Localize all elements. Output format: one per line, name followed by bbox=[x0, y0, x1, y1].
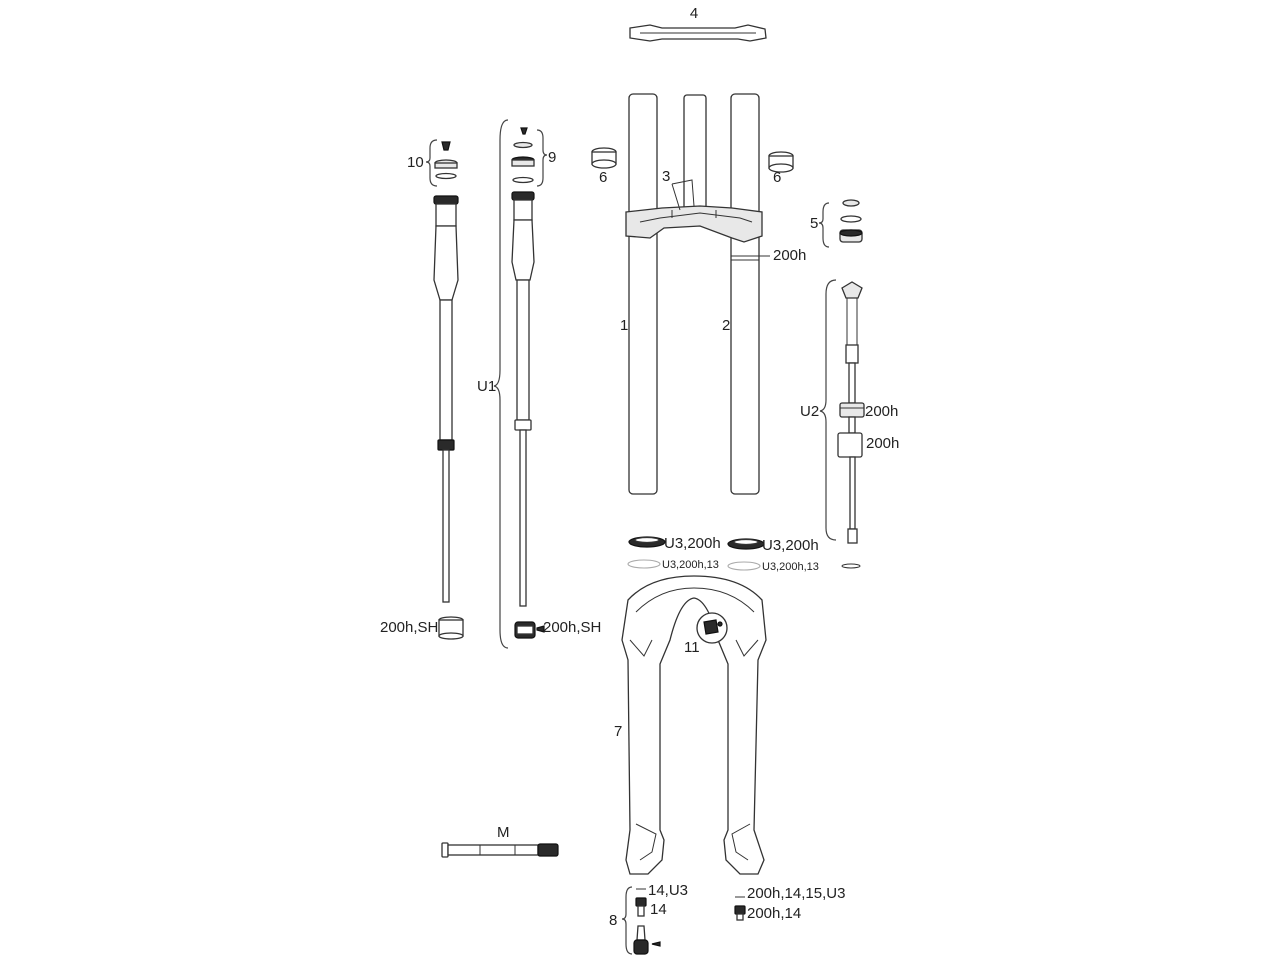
stanchion-right bbox=[730, 93, 760, 495]
bleed-port bbox=[696, 612, 728, 644]
label-crown-top-cap: 4 bbox=[690, 5, 698, 22]
foam-ring-left bbox=[627, 559, 661, 569]
damper-topcap-kit-left bbox=[434, 141, 458, 180]
label-crown-spacer-right: 6 bbox=[773, 169, 781, 186]
seal-right bbox=[727, 538, 765, 550]
label-seal-right: U3,200h bbox=[762, 537, 819, 554]
crown-top-cap bbox=[629, 24, 767, 42]
label-lower-leg: 7 bbox=[614, 723, 622, 740]
label-damper-topcap-right: 9 bbox=[548, 149, 556, 166]
bottom-hardware-left bbox=[633, 888, 661, 955]
stanchion-left bbox=[628, 93, 658, 495]
label-crown-spacer-left: 6 bbox=[599, 169, 607, 186]
label-bottom-hardware-group: 8 bbox=[609, 912, 617, 929]
damper-topcap-right bbox=[511, 127, 535, 184]
label-crown-service: 200h bbox=[773, 247, 806, 264]
label-foam-ring-left: U3,200h,13 bbox=[662, 559, 719, 571]
bottom-hardware-right bbox=[734, 896, 746, 921]
label-air-spring-piston: 200h bbox=[866, 435, 899, 452]
label-air-spring-assembly: U2 bbox=[800, 403, 819, 420]
label-steerer: 3 bbox=[662, 168, 670, 185]
label-topcap-kit-right: 5 bbox=[810, 215, 818, 232]
damper-bottom-left bbox=[438, 616, 464, 640]
damper-cartridge-right bbox=[511, 191, 535, 607]
label-damper-cartridge: U1 bbox=[477, 378, 496, 395]
label-axle: M bbox=[497, 824, 510, 841]
seal-left bbox=[628, 536, 666, 548]
label-damper-topcap-kit-left: 10 bbox=[407, 154, 424, 171]
label-seal-left: U3,200h bbox=[664, 535, 721, 552]
label-damper-bottom-right: 200h,SH bbox=[543, 619, 601, 636]
label-washer-right: 200h,14,15,U3 bbox=[747, 885, 845, 902]
axle bbox=[441, 842, 559, 858]
damper-cartridge-left bbox=[433, 195, 459, 603]
label-damper-bottom-left: 200h,SH bbox=[380, 619, 438, 636]
foam-ring-right bbox=[727, 561, 761, 571]
crown bbox=[625, 205, 763, 243]
damper-bottom-right bbox=[514, 621, 545, 639]
crown-spacer-left bbox=[591, 147, 617, 169]
label-bolt-left: 14 bbox=[650, 901, 667, 918]
crown-spacer-right bbox=[768, 151, 794, 173]
lower-leg bbox=[621, 575, 767, 875]
label-bolt-washer-left: 14,U3 bbox=[648, 882, 688, 899]
label-foam-ring-right: U3,200h,13 bbox=[762, 561, 819, 573]
label-bolt-right: 200h,14 bbox=[747, 905, 801, 922]
label-air-spring-seal: 200h bbox=[865, 403, 898, 420]
topcap-kit-right bbox=[839, 199, 863, 243]
label-stanchion-left: 1 bbox=[620, 317, 628, 334]
label-stanchion-right: 2 bbox=[722, 317, 730, 334]
steerer-tube bbox=[683, 94, 707, 211]
label-bleed-port: 11 bbox=[684, 639, 700, 656]
air-spring-assembly bbox=[837, 281, 865, 544]
